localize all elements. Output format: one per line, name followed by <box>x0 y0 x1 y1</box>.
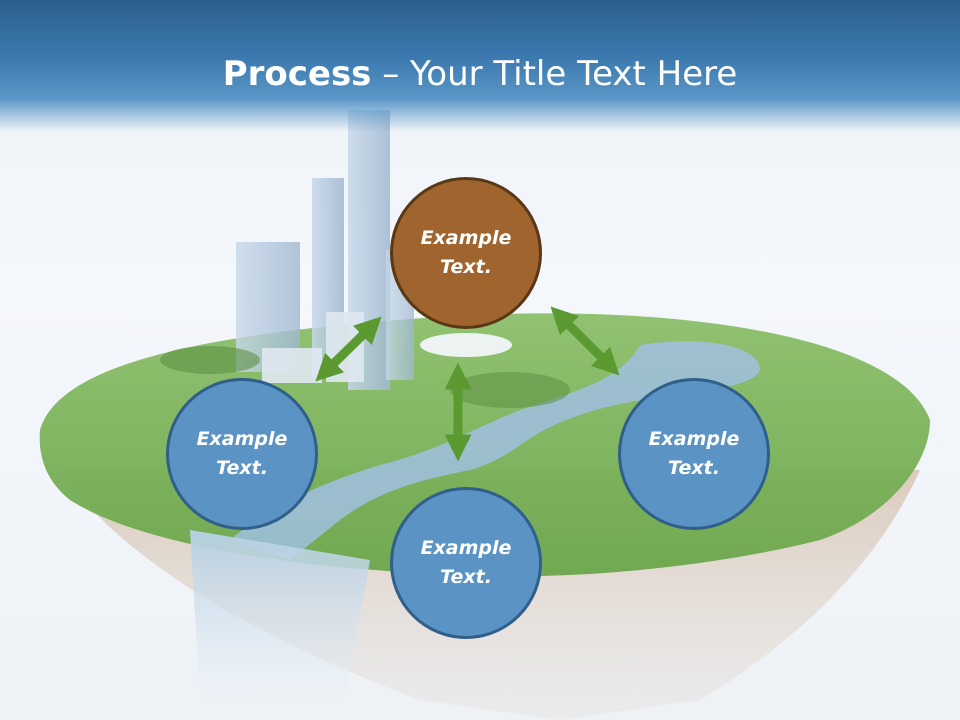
node-left-label: Example Text. <box>196 428 288 479</box>
node-bottom: Example Text. <box>390 487 542 639</box>
waterfall <box>190 530 370 700</box>
tower <box>262 348 322 383</box>
title-bar <box>0 0 960 132</box>
node-bottom-label: Example Text. <box>420 537 512 588</box>
stadium <box>420 333 512 357</box>
node-right-label: Example Text. <box>648 428 740 479</box>
title-rest: – Your Title Text Here <box>371 54 738 94</box>
arrow-top-left <box>315 316 382 382</box>
title-bold: Process <box>222 54 372 94</box>
node-top-label: Example Text. <box>420 227 512 278</box>
trees <box>450 372 570 408</box>
node-top: Example Text. <box>390 177 542 329</box>
river <box>230 341 760 560</box>
arrow-top-right <box>550 306 620 376</box>
slide-title: Process – Your Title Text Here <box>0 52 960 96</box>
node-right: Example Text. <box>618 378 770 530</box>
node-left: Example Text. <box>166 378 318 530</box>
trees <box>160 346 260 374</box>
